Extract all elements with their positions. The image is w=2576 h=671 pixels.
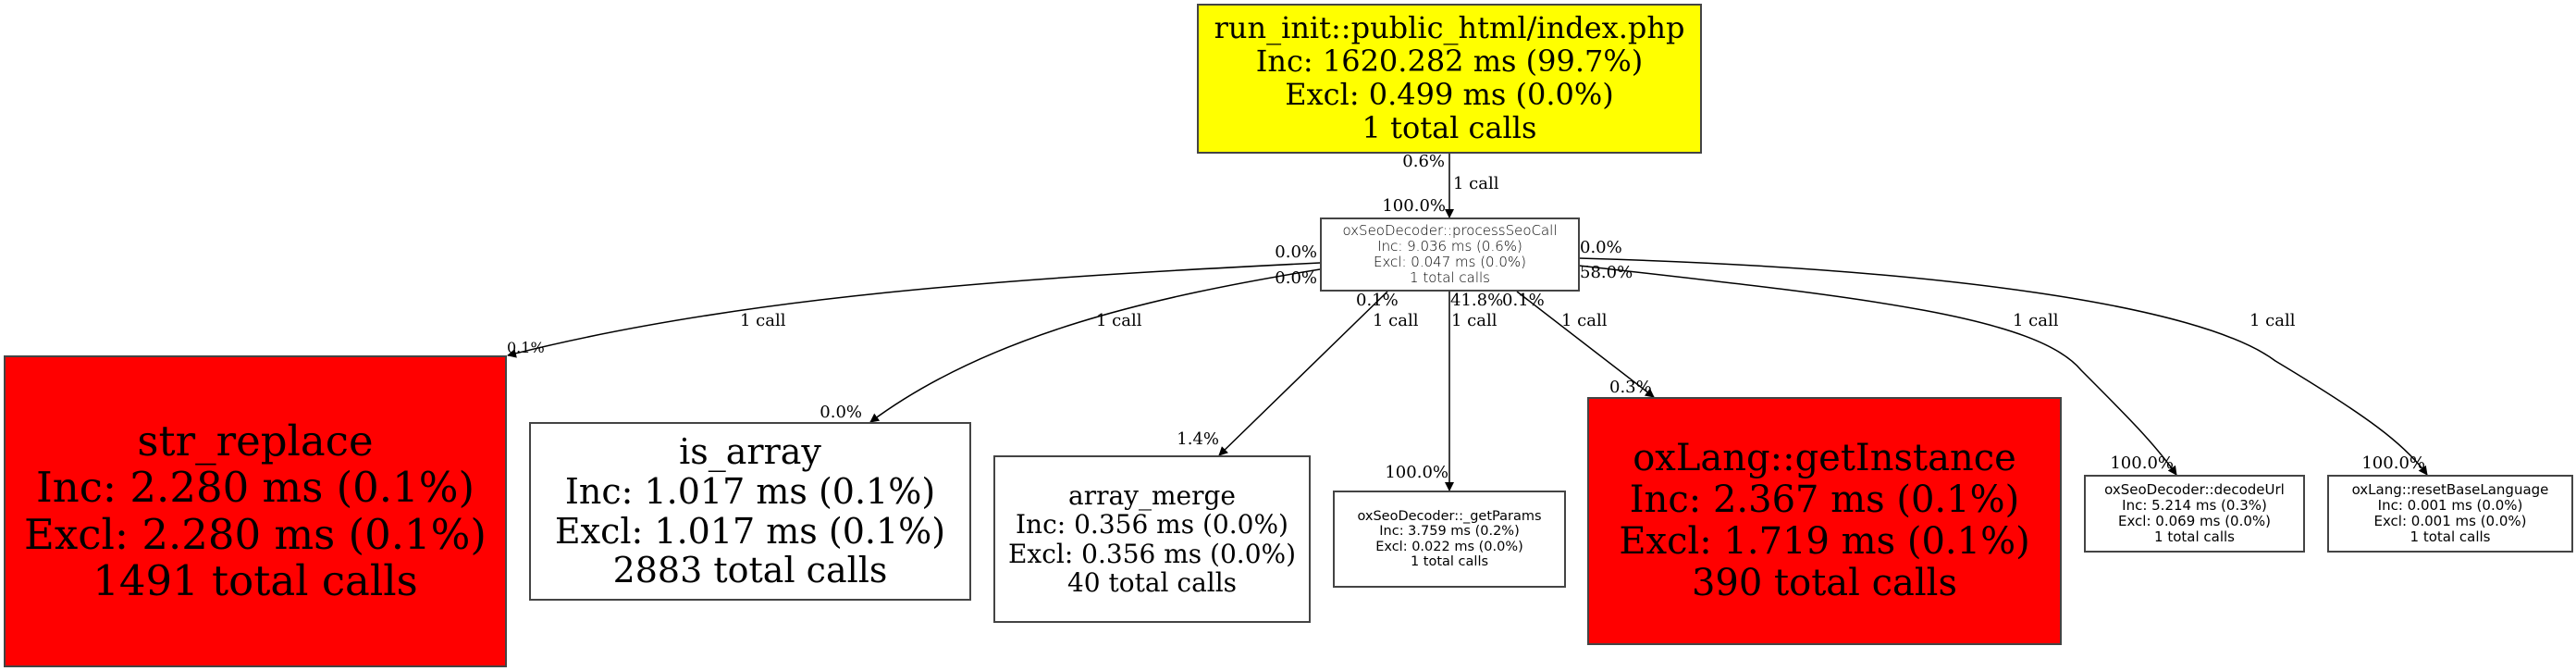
edge-label-calls: 1 call [1451, 311, 1498, 330]
edge-label-tail: 0.6% [1402, 152, 1445, 171]
edge-label-tail: 0.0% [1580, 238, 1622, 257]
node-function-name: oxSeoDecoder::processSeoCall [1342, 222, 1558, 240]
node-function-name: oxLang::getInstance [1633, 437, 2016, 480]
node-function-name: array_merge [1068, 479, 1236, 511]
edge-label-head: 100.0% [1382, 196, 1446, 216]
node-str_replace[interactable]: str_replace Inc: 2.280 ms (0.1%) Excl: 2… [4, 355, 507, 667]
edge-label-tail: 0.0% [1275, 268, 1317, 288]
edge-label-head: 0.3% [1609, 378, 1652, 397]
node-exclusive-time: Excl: 1.017 ms (0.1%) [554, 510, 946, 552]
node-inclusive-time: Inc: 3.759 ms (0.2%) [1379, 524, 1520, 540]
edge-to-getInstance[interactable] [1516, 291, 1655, 398]
edge-label-head: 100.0% [2110, 454, 2174, 473]
node-inclusive-time: Inc: 5.214 ms (0.3%) [2122, 497, 2267, 515]
edge-label-head: 1.4% [1177, 429, 1219, 449]
node-function-name: str_replace [137, 416, 374, 466]
edge-to-resetBaseLanguage[interactable] [1578, 257, 2428, 476]
edge-label-head: 0.1% [507, 339, 545, 356]
node-array_merge[interactable]: array_merge Inc: 0.356 ms (0.0%) Excl: 0… [993, 455, 1311, 623]
node-resetBaseLanguage[interactable]: oxLang::resetBaseLanguage Inc: 0.001 ms … [2327, 475, 2573, 553]
edge-label-tail: 0.1% [1502, 291, 1545, 310]
node-total-calls: 2883 total calls [612, 550, 888, 591]
node-exclusive-time: Excl: 0.022 ms (0.0%) [1375, 539, 1523, 554]
node-inclusive-time: Inc: 1.017 ms (0.1%) [564, 470, 936, 512]
edge-label-calls: 1 call [2249, 311, 2296, 330]
node-exclusive-time: Excl: 0.499 ms (0.0%) [1285, 77, 1614, 112]
node-exclusive-time: Excl: 0.356 ms (0.0%) [1007, 538, 1297, 569]
node-inclusive-time: Inc: 0.356 ms (0.0%) [1016, 509, 1288, 541]
node-total-calls: 1 total calls [2410, 528, 2491, 545]
edge-label-tail: 0.1% [1356, 291, 1399, 310]
node-total-calls: 1 total calls [1410, 553, 1489, 569]
node-total-calls: 1 total calls [2154, 528, 2235, 545]
node-function-name: oxSeoDecoder::_getParams [1357, 509, 1542, 525]
edge-label-calls: 1 call [740, 311, 786, 330]
edge-label-head: 100.0% [1385, 463, 1448, 482]
node-total-calls: 40 total calls [1066, 566, 1238, 598]
node-total-calls: 1 total calls [1362, 109, 1537, 145]
edge-label-head: 0.0% [820, 403, 862, 422]
edge-label-tail: 58.0% [1580, 263, 1633, 282]
node-function-name: oxSeoDecoder::decodeUrl [2104, 481, 2285, 499]
node-exclusive-time: Excl: 0.047 ms (0.0%) [1373, 254, 1527, 270]
node-inclusive-time: Inc: 0.001 ms (0.0%) [2377, 497, 2523, 515]
node-function-name: oxLang::resetBaseLanguage [2351, 481, 2549, 499]
node-exclusive-time: Excl: 0.069 ms (0.0%) [2117, 513, 2272, 529]
edge-to-array_merge[interactable] [1218, 291, 1388, 456]
node-getParams[interactable]: oxSeoDecoder::_getParams Inc: 3.759 ms (… [1333, 491, 1566, 588]
edge-label-tail: 41.8% [1450, 291, 1504, 310]
node-exclusive-time: Excl: 2.280 ms (0.1%) [24, 509, 487, 559]
node-getInstance[interactable]: oxLang::getInstance Inc: 2.367 ms (0.1%)… [1587, 397, 2062, 645]
edge-label-tail: 0.0% [1275, 242, 1317, 262]
edge-to-str_replace[interactable] [507, 262, 1321, 358]
node-inclusive-time: Inc: 9.036 ms (0.6%) [1377, 238, 1522, 255]
node-total-calls: 1 total calls [1410, 268, 1490, 286]
edge-to-is_array[interactable] [869, 268, 1321, 423]
node-total-calls: 390 total calls [1691, 561, 1957, 604]
edge-label-head: 100.0% [2361, 454, 2425, 473]
edge-label-calls: 1 call [1373, 311, 1419, 330]
node-run-init[interactable]: run_init::public_html/index.php Inc: 162… [1197, 4, 1702, 154]
edge-label-calls: 1 call [1096, 311, 1142, 330]
node-total-calls: 1491 total calls [92, 555, 418, 605]
node-decodeUrl[interactable]: oxSeoDecoder::decodeUrl Inc: 5.214 ms (0… [2084, 475, 2305, 553]
node-is_array[interactable]: is_array Inc: 1.017 ms (0.1%) Excl: 1.01… [529, 422, 971, 601]
node-inclusive-time: Inc: 1620.282 ms (99.7%) [1255, 43, 1644, 80]
node-exclusive-time: Excl: 1.719 ms (0.1%) [1619, 520, 2030, 563]
edge-label-calls: 1 call [1453, 174, 1499, 193]
node-inclusive-time: Inc: 2.280 ms (0.1%) [35, 463, 475, 513]
node-function-name: run_init::public_html/index.php [1214, 10, 1685, 46]
edge-to-decodeUrl[interactable] [1578, 265, 2177, 476]
node-function-name: is_array [679, 431, 821, 473]
node-processSeoCall[interactable]: oxSeoDecoder::processSeoCall Inc: 9.036 … [1320, 217, 1580, 292]
edge-label-calls: 1 call [2013, 311, 2059, 330]
edge-label-calls: 1 call [1561, 311, 1608, 330]
node-inclusive-time: Inc: 2.367 ms (0.1%) [1629, 478, 2020, 522]
node-exclusive-time: Excl: 0.001 ms (0.0%) [2373, 513, 2527, 529]
